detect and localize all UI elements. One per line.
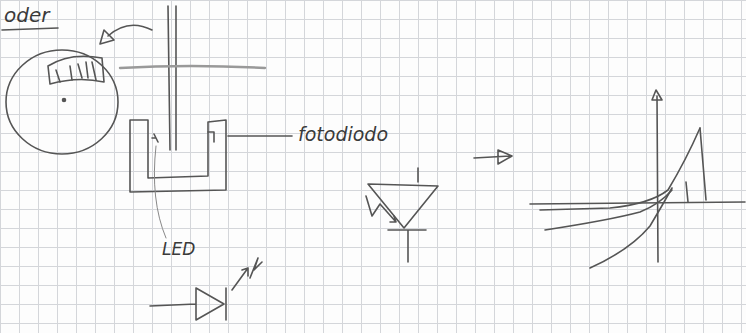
title-underline bbox=[2, 28, 58, 30]
disk-edge bbox=[168, 6, 176, 150]
photodiode-mark bbox=[208, 132, 214, 142]
light-arrows bbox=[232, 258, 262, 290]
light-arrows bbox=[366, 196, 396, 222]
iv-curve bbox=[590, 188, 672, 268]
part-label: LED bbox=[162, 240, 195, 259]
photodiode-symbol bbox=[368, 168, 438, 262]
led-mark bbox=[152, 134, 158, 142]
axis-head bbox=[652, 90, 662, 100]
title-label: oder bbox=[4, 4, 49, 26]
curve-mark bbox=[686, 128, 706, 202]
iv-curve bbox=[545, 190, 672, 230]
disk-slots bbox=[56, 62, 96, 82]
graph-axes bbox=[530, 96, 745, 262]
disk-plane bbox=[120, 66, 265, 68]
part-label: fotodiodo bbox=[298, 124, 388, 145]
housing bbox=[130, 120, 226, 192]
encoder-disk bbox=[6, 50, 118, 154]
disk-center bbox=[63, 99, 66, 102]
leader-line bbox=[228, 135, 292, 137]
iv-curve bbox=[540, 128, 700, 210]
curved-arrow bbox=[108, 25, 152, 36]
arrow bbox=[474, 150, 512, 164]
leader-line bbox=[154, 146, 166, 238]
arrow-head bbox=[100, 30, 114, 44]
disk-slot-band bbox=[48, 56, 104, 84]
led-symbol bbox=[150, 288, 226, 320]
